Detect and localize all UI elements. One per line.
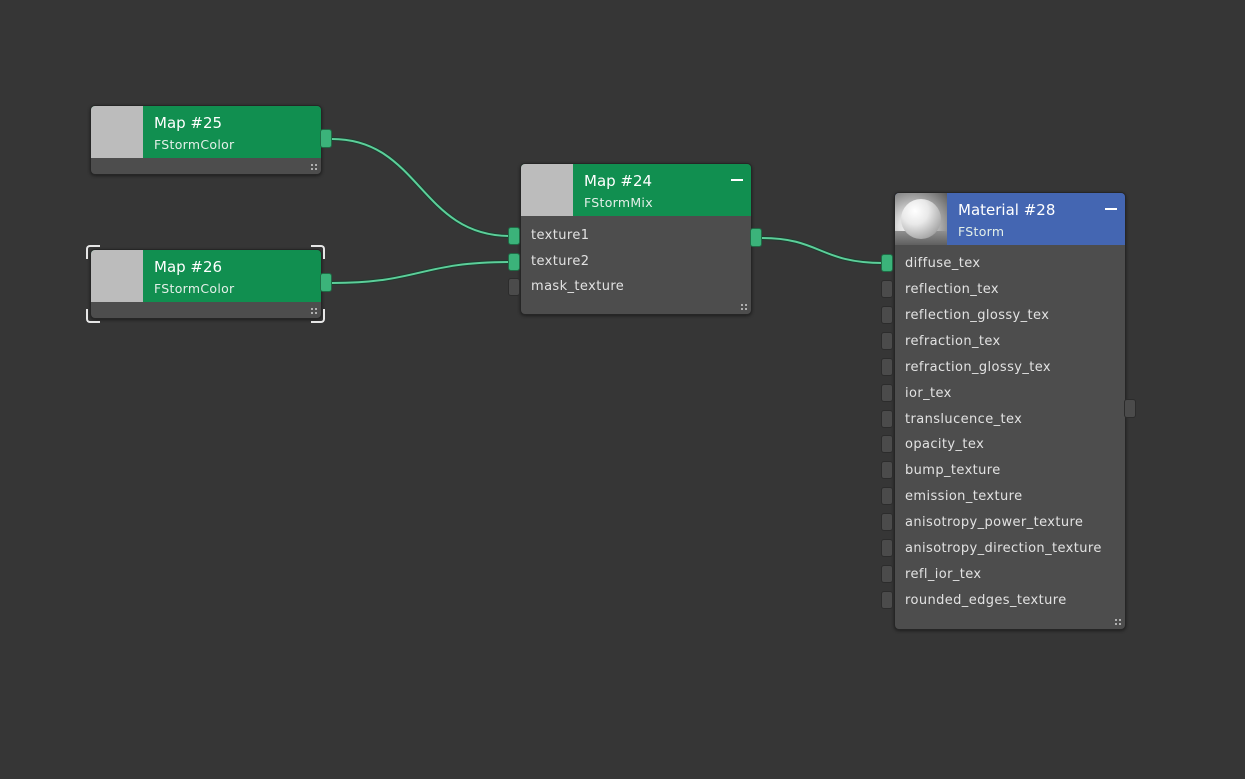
- input-port-diffuse-tex[interactable]: [881, 254, 893, 272]
- node-title: Material #28: [958, 201, 1056, 219]
- selection-corner-br: [311, 309, 325, 323]
- param-refraction-tex: refraction_tex: [905, 334, 1001, 349]
- resize-grip-icon[interactable]: [310, 163, 318, 171]
- param-anisotropy-direction-texture: anisotropy_direction_texture: [905, 541, 1102, 556]
- node-map-25[interactable]: Map #25 FStormColor: [90, 105, 322, 175]
- output-port-map-26[interactable]: [320, 273, 332, 292]
- resize-grip-icon[interactable]: [740, 303, 748, 311]
- color-swatch-thumbnail: [91, 106, 143, 158]
- wire-map26-to-texture2[interactable]: [331, 260, 511, 285]
- output-port-map-24[interactable]: [750, 228, 762, 247]
- wire-map26-to-texture2-line: [331, 261, 511, 284]
- selection-corner-tr: [311, 245, 325, 259]
- node-type: FStormMix: [584, 195, 653, 210]
- param-rounded-edges-texture: rounded_edges_texture: [905, 593, 1067, 608]
- node-title: Map #25: [154, 114, 223, 132]
- input-port-anisotropy-power-texture[interactable]: [881, 513, 893, 531]
- node-header[interactable]: Material #28 FStorm: [895, 193, 1125, 245]
- param-bump-texture: bump_texture: [905, 463, 1001, 478]
- input-port-ior-tex[interactable]: [881, 384, 893, 402]
- node-header[interactable]: Map #26 FStormColor: [91, 250, 321, 302]
- input-port-refraction-tex[interactable]: [881, 332, 893, 350]
- input-port-refl-ior-tex[interactable]: [881, 565, 893, 583]
- param-reflection-glossy-tex: reflection_glossy_tex: [905, 308, 1050, 323]
- node-type: FStormColor: [154, 137, 235, 152]
- param-translucence-tex: translucence_tex: [905, 412, 1023, 427]
- input-port-mask-texture[interactable]: [508, 278, 520, 296]
- node-map-26[interactable]: Map #26 FStormColor: [90, 249, 322, 319]
- wire-map24-to-diffuse[interactable]: [761, 236, 884, 265]
- color-swatch-thumbnail: [521, 164, 573, 216]
- output-port-map-25[interactable]: [320, 129, 332, 148]
- node-material-28[interactable]: Material #28 FStorm diffuse_tex reflecti…: [894, 192, 1126, 630]
- wire-map25-to-texture1[interactable]: [331, 137, 511, 238]
- selection-corner-tl: [86, 245, 100, 259]
- resize-grip-icon[interactable]: [1114, 618, 1122, 626]
- node-header[interactable]: Map #25 FStormColor: [91, 106, 321, 158]
- collapse-minus-icon[interactable]: [1105, 208, 1117, 210]
- param-mask-texture: mask_texture: [531, 279, 625, 294]
- param-texture2: texture2: [531, 254, 590, 269]
- collapse-minus-icon[interactable]: [731, 179, 743, 181]
- material-sphere-preview: [895, 193, 947, 245]
- node-map-24[interactable]: Map #24 FStormMix texture1 texture2 mask…: [520, 163, 752, 315]
- wire-map25-to-texture1-line: [331, 138, 511, 237]
- input-port-texture1[interactable]: [508, 227, 520, 245]
- wire-map24-to-diffuse-line: [761, 237, 884, 264]
- param-reflection-tex: reflection_tex: [905, 282, 999, 297]
- node-header[interactable]: Map #24 FStormMix: [521, 164, 751, 216]
- param-opacity-tex: opacity_tex: [905, 437, 985, 452]
- node-type: FStormColor: [154, 281, 235, 296]
- node-type: FStorm: [958, 224, 1005, 239]
- param-anisotropy-power-texture: anisotropy_power_texture: [905, 515, 1084, 530]
- param-emission-texture: emission_texture: [905, 489, 1023, 504]
- param-diffuse-tex: diffuse_tex: [905, 256, 981, 271]
- sphere-ball: [901, 199, 941, 239]
- param-refraction-glossy-tex: refraction_glossy_tex: [905, 360, 1052, 375]
- param-refl-ior-tex: refl_ior_tex: [905, 567, 982, 582]
- input-port-reflection-glossy-tex[interactable]: [881, 306, 893, 324]
- input-port-emission-texture[interactable]: [881, 487, 893, 505]
- input-port-translucence-tex[interactable]: [881, 410, 893, 428]
- output-port-material-28[interactable]: [1124, 399, 1136, 418]
- param-ior-tex: ior_tex: [905, 386, 952, 401]
- input-port-bump-texture[interactable]: [881, 461, 893, 479]
- input-port-anisotropy-direction-texture[interactable]: [881, 539, 893, 557]
- selection-corner-bl: [86, 309, 100, 323]
- input-port-opacity-tex[interactable]: [881, 435, 893, 453]
- input-port-refraction-glossy-tex[interactable]: [881, 358, 893, 376]
- input-port-reflection-tex[interactable]: [881, 280, 893, 298]
- node-title: Map #26: [154, 258, 223, 276]
- input-port-texture2[interactable]: [508, 253, 520, 271]
- input-port-rounded-edges-texture[interactable]: [881, 591, 893, 609]
- param-texture1: texture1: [531, 228, 590, 243]
- node-title: Map #24: [584, 172, 653, 190]
